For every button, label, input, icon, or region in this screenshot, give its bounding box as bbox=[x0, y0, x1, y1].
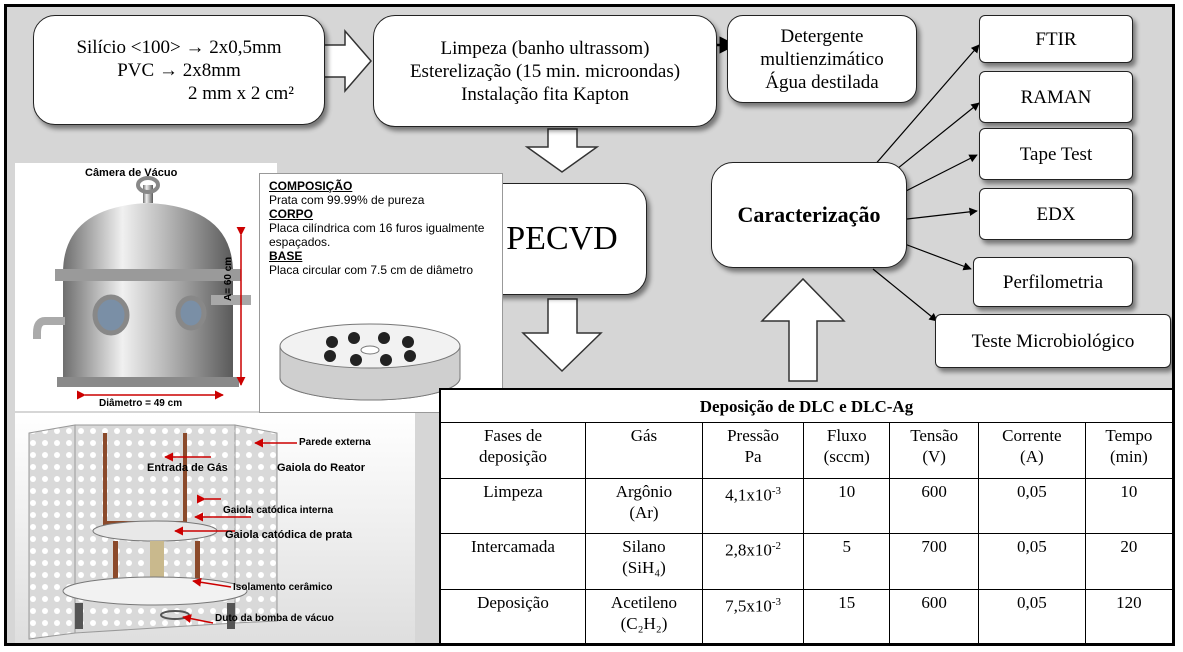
composition-text: Prata com 99.99% de pureza bbox=[269, 193, 425, 207]
item-teste-microbiologico-label: Teste Microbiológico bbox=[971, 330, 1135, 352]
cell-voltage: 600 bbox=[889, 588, 979, 643]
preparation-box: Limpeza (banho ultrassom) Esterelização … bbox=[373, 15, 717, 127]
label-gas-inlet: Entrada de Gás bbox=[147, 462, 228, 474]
cage-description-text: COMPOSIÇÃO Prata com 99.99% de pureza CO… bbox=[269, 179, 495, 277]
item-edx: EDX bbox=[979, 188, 1133, 240]
cell-flow: 10 bbox=[803, 477, 891, 535]
characterization-label: Caracterização bbox=[737, 202, 881, 227]
cell-time: 10 bbox=[1084, 477, 1172, 535]
label-silver-cathodic-cage: Gaiola catódica de prata bbox=[225, 529, 353, 541]
label-ceramic-insulation: Isolamento cerâmico bbox=[233, 582, 333, 593]
cell-voltage: 700 bbox=[889, 533, 979, 590]
cell-current: 0,05 bbox=[977, 477, 1086, 535]
prep-line-kapton: Instalação fita Kapton bbox=[461, 83, 629, 105]
arrow-to-tape-test bbox=[901, 154, 978, 194]
silver-cage-drawing bbox=[279, 323, 461, 401]
body-heading: CORPO bbox=[269, 207, 314, 221]
cell-pressure: 7,5x10-3 bbox=[701, 588, 805, 643]
table-row: Deposição Acetileno(C₂H₂) 7,5x10-3 15 60… bbox=[440, 588, 1172, 643]
pecvd-box: PECVD bbox=[477, 183, 647, 295]
cell-phase: Limpeza bbox=[440, 477, 586, 535]
vacuum-chamber-illustration bbox=[15, 163, 277, 411]
header-voltage: Tensão(V) bbox=[889, 422, 979, 479]
chamber-diameter-label: Diâmetro = 49 cm bbox=[99, 398, 183, 409]
cell-gas: Argônio(Ar) bbox=[584, 477, 703, 535]
cell-voltage: 600 bbox=[889, 477, 979, 535]
base-text: Placa circular com 7.5 cm de diâmetro bbox=[269, 263, 474, 277]
header-time: Tempo(min) bbox=[1084, 422, 1172, 479]
header-current: Corrente(A) bbox=[977, 422, 1086, 479]
detergent-line-1: Detergente bbox=[780, 25, 864, 47]
flow-arrow-table-to-characterization bbox=[760, 277, 846, 382]
detergent-box: Detergente multienzimático Água destilad… bbox=[727, 15, 917, 103]
arrow-to-perfilometria bbox=[901, 242, 972, 271]
table-row: Intercamada Silano(SiH₄) 2,8x10-2 5 700 … bbox=[440, 533, 1172, 590]
cell-phase: Deposição bbox=[440, 588, 586, 643]
input-line-silicon: Silício <100> → 2x0,5mm bbox=[76, 36, 282, 58]
pecvd-label: PECVD bbox=[506, 220, 618, 257]
flow-arrow-input-to-prep bbox=[322, 28, 372, 94]
label-outer-wall: Parede externa bbox=[299, 437, 371, 448]
chamber-title: Câmera de Vácuo bbox=[85, 167, 178, 179]
cage-description-panel bbox=[259, 173, 503, 413]
item-tape-test: Tape Test bbox=[979, 128, 1133, 180]
item-ftir: FTIR bbox=[979, 15, 1133, 63]
cell-gas: Silano(SiH₄) bbox=[584, 533, 703, 590]
cell-time: 120 bbox=[1084, 588, 1172, 643]
detergent-line-3: Água destilada bbox=[765, 71, 879, 93]
label-vacuum-pump-duct: Duto da bomba de vácuo bbox=[215, 613, 334, 624]
cell-current: 0,05 bbox=[977, 533, 1086, 590]
reactor-drawing bbox=[28, 424, 297, 640]
base-heading: BASE bbox=[269, 249, 303, 263]
table-title: Deposição de DLC e DLC-Ag bbox=[440, 388, 1172, 424]
item-teste-microbiologico: Teste Microbiológico bbox=[935, 314, 1171, 368]
detergent-line-2: multienzimático bbox=[760, 48, 884, 70]
arrow-to-teste-microbiologico bbox=[872, 268, 938, 322]
cell-current: 0,05 bbox=[977, 588, 1086, 643]
chamber-drawing bbox=[33, 176, 251, 400]
prep-line-sterilization: Esterelização (15 min. microondas) bbox=[409, 60, 681, 82]
item-tape-test-label: Tape Test bbox=[1019, 143, 1093, 165]
input-materials-box: Silício <100> → 2x0,5mm PVC → 2x8mm 2 mm… bbox=[33, 15, 325, 125]
flow-arrow-pecvd-to-table bbox=[521, 298, 603, 373]
input-line-area: 2 mm x 2 cm² bbox=[188, 82, 294, 104]
label-reactor-cage: Gaiola do Reator bbox=[277, 462, 366, 474]
item-edx-label: EDX bbox=[1036, 203, 1076, 225]
prep-line-cleaning: Limpeza (banho ultrassom) bbox=[440, 37, 650, 59]
header-gas: Gás bbox=[584, 422, 703, 479]
reactor-cutaway-illustration bbox=[15, 413, 415, 643]
item-ftir-label: FTIR bbox=[1035, 28, 1077, 50]
item-raman: RAMAN bbox=[979, 71, 1133, 123]
arrow-to-edx bbox=[906, 207, 978, 220]
cell-flow: 15 bbox=[803, 588, 891, 643]
cell-gas: Acetileno(C₂H₂) bbox=[584, 588, 703, 643]
header-flow: Fluxo(sccm) bbox=[803, 422, 891, 479]
item-perfilometria-label: Perfilometria bbox=[1002, 271, 1104, 293]
cell-phase: Intercamada bbox=[440, 533, 586, 590]
item-raman-label: RAMAN bbox=[1020, 86, 1092, 108]
cell-pressure: 4,1x10-3 bbox=[701, 477, 805, 535]
input-line-pvc: PVC → 2x8mm bbox=[117, 59, 241, 81]
flow-arrow-prep-to-pecvd bbox=[524, 128, 600, 173]
cell-flow: 5 bbox=[803, 533, 891, 590]
body-text: Placa cilíndrica com 16 furos igualmente… bbox=[269, 221, 485, 249]
label-inner-cathodic-cage: Gaiola catódica interna bbox=[223, 505, 334, 516]
composition-heading: COMPOSIÇÃO bbox=[269, 179, 353, 193]
cell-pressure: 2,8x10-2 bbox=[701, 533, 805, 590]
cell-time: 20 bbox=[1084, 533, 1172, 590]
table-title-row: Deposição de DLC e DLC-Ag bbox=[440, 388, 1172, 424]
item-perfilometria: Perfilometria bbox=[973, 257, 1133, 307]
arrow-to-raman bbox=[886, 102, 980, 178]
table-row: Limpeza Argônio(Ar) 4,1x10-3 10 600 0,05… bbox=[440, 477, 1172, 535]
chamber-height-label: A= 60 cm bbox=[223, 256, 234, 301]
diagram-frame: Silício <100> → 2x0,5mm PVC → 2x8mm 2 mm… bbox=[4, 4, 1175, 646]
characterization-box: Caracterização bbox=[711, 162, 907, 268]
